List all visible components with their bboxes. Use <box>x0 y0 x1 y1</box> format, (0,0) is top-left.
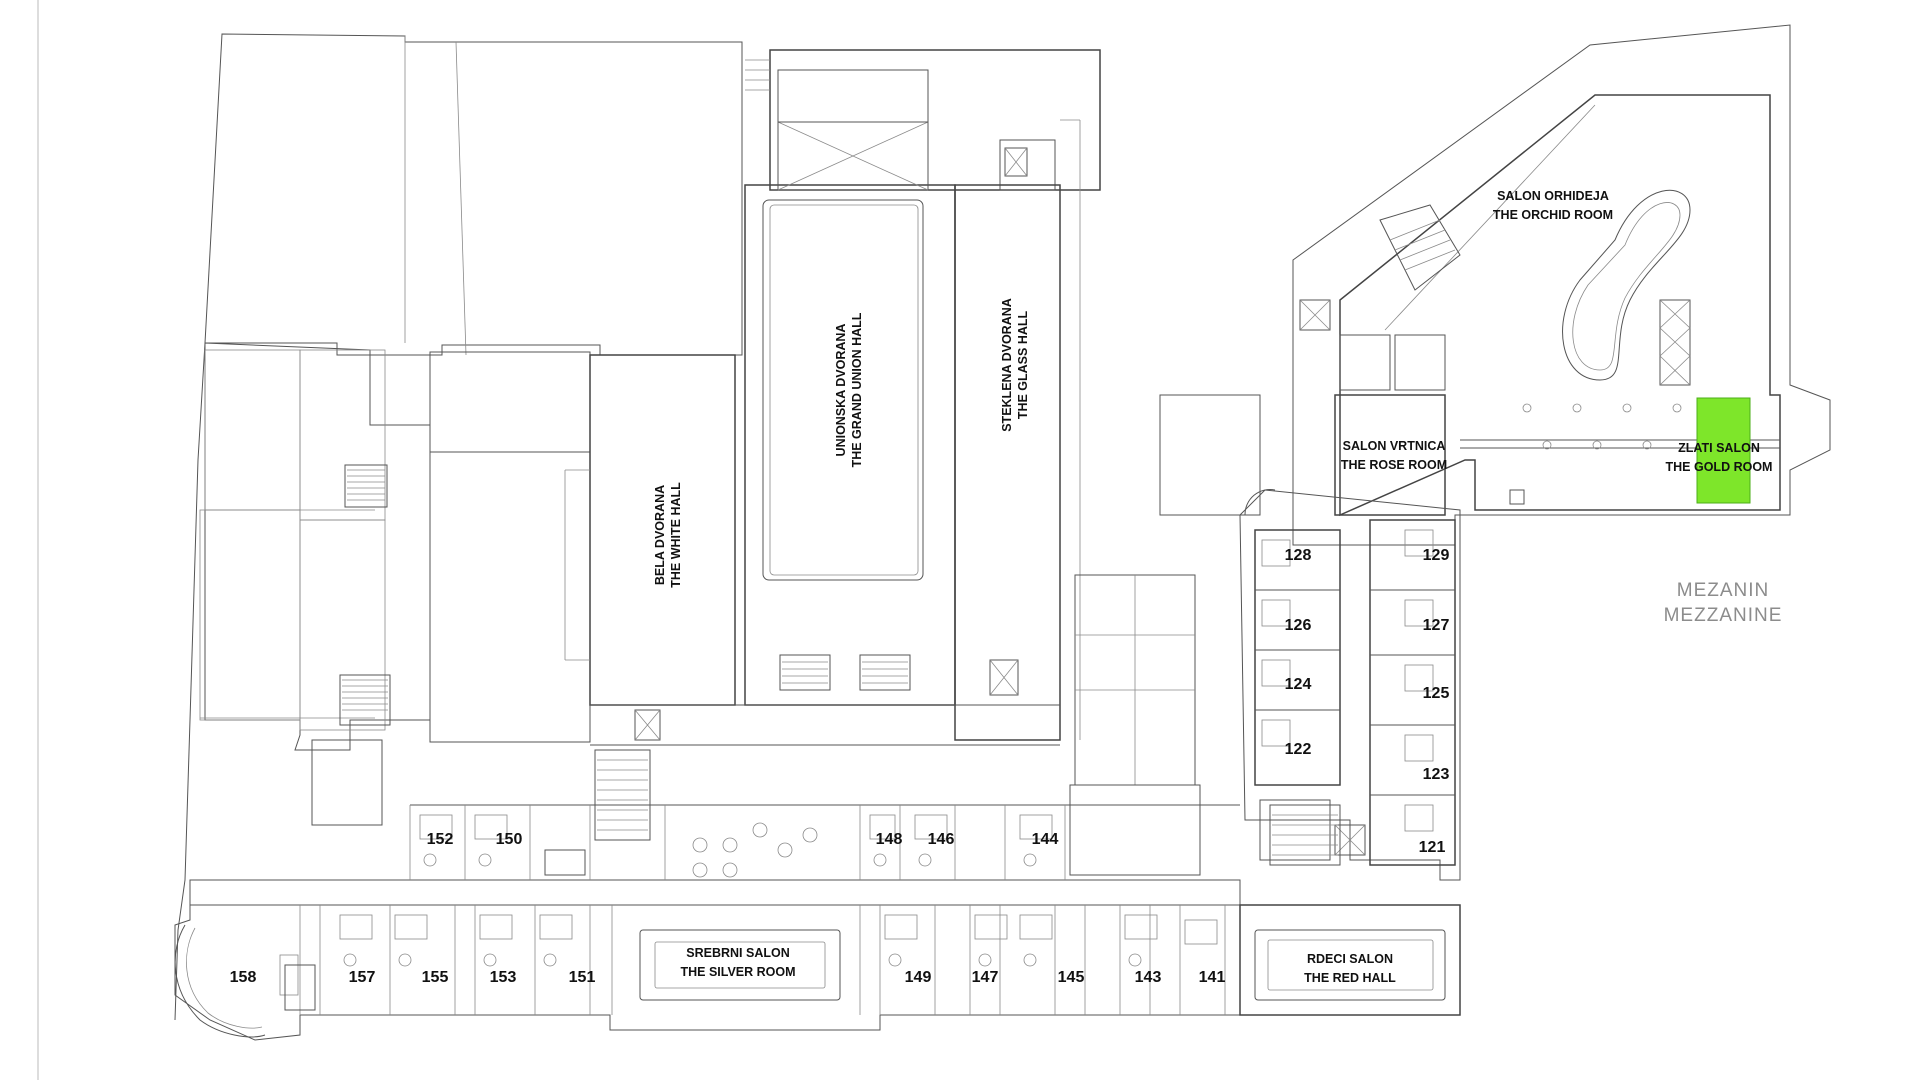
floor-name-sr: MEZANIN <box>1677 580 1770 601</box>
room-122[interactable]: 122 <box>1285 741 1312 758</box>
room-157[interactable]: 157 <box>349 969 376 986</box>
orchid-room-label-sr: SALON ORHIDEJA <box>1497 189 1609 203</box>
room-153[interactable]: 153 <box>490 969 517 986</box>
white-hall-label-sr: BELA DVORANA <box>653 485 667 585</box>
room-158[interactable]: 158 <box>230 969 257 986</box>
silver-room-label-en: THE SILVER ROOM <box>680 965 795 979</box>
glass-hall-label-sr: STEKLENA DVORANA <box>1000 298 1014 432</box>
red-hall-label-en: THE RED HALL <box>1304 971 1396 985</box>
red-hall-label-sr: RDECI SALON <box>1307 952 1393 966</box>
glass-hall-label-en: THE GLASS HALL <box>1016 310 1030 419</box>
room-144[interactable]: 144 <box>1032 831 1059 848</box>
room-151[interactable]: 151 <box>569 969 596 986</box>
gold-room-label-sr[interactable]: ZLATI SALON <box>1678 441 1760 455</box>
room-149[interactable]: 149 <box>905 969 932 986</box>
guest-wing-south <box>174 879 1461 1041</box>
floor-name-en: MEZZANINE <box>1664 605 1783 626</box>
orchid-room-label-en: THE ORCHID ROOM <box>1493 208 1613 222</box>
rose-room-label-en: THE ROSE ROOM <box>1341 458 1447 472</box>
gold-room-label-en[interactable]: THE GOLD ROOM <box>1666 460 1773 474</box>
room-155[interactable]: 155 <box>422 969 449 986</box>
rose-room-label-sr: SALON VRTNICA <box>1343 439 1446 453</box>
room-128[interactable]: 128 <box>1285 547 1312 564</box>
room-150[interactable]: 150 <box>496 831 523 848</box>
union-hall-label-sr: UNIONSKA DVORANA <box>834 324 848 457</box>
west-wing <box>174 33 743 1021</box>
room-147[interactable]: 147 <box>972 969 999 986</box>
east-service-block <box>1069 394 1261 876</box>
gold-room-highlight[interactable] <box>1696 397 1751 504</box>
room-123[interactable]: 123 <box>1423 766 1450 783</box>
union-hall-label-en: THE GRAND UNION HALL <box>850 312 864 467</box>
central-block <box>564 49 1101 746</box>
white-hall-label-en: THE WHITE HALL <box>669 482 683 588</box>
guest-row-north-corridor <box>409 749 1341 881</box>
room-124[interactable]: 124 <box>1285 676 1312 693</box>
room-148[interactable]: 148 <box>876 831 903 848</box>
room-141[interactable]: 141 <box>1199 969 1226 986</box>
north-east-wing <box>1292 24 1831 546</box>
room-143[interactable]: 143 <box>1135 969 1162 986</box>
room-121[interactable]: 121 <box>1419 839 1446 856</box>
room-152[interactable]: 152 <box>427 831 454 848</box>
guest-wing-east <box>1239 489 1461 881</box>
room-146[interactable]: 146 <box>928 831 955 848</box>
silver-room-label-sr: SREBRNI SALON <box>686 946 789 960</box>
room-145[interactable]: 145 <box>1058 969 1085 986</box>
room-127[interactable]: 127 <box>1423 617 1450 634</box>
room-125[interactable]: 125 <box>1423 685 1450 702</box>
room-126[interactable]: 126 <box>1285 617 1312 634</box>
room-129[interactable]: 129 <box>1423 547 1450 564</box>
